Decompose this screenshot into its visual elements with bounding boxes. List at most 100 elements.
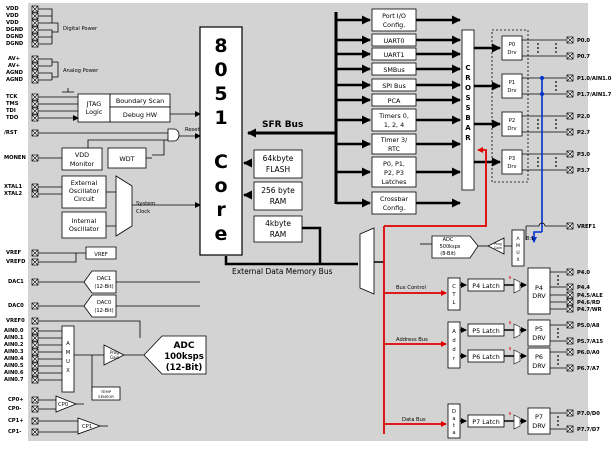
p2-drv-label: P2	[509, 118, 515, 124]
uart1-label: UART1	[384, 51, 405, 59]
debug-hw-block	[109, 106, 171, 123]
pin-p40: P4.0	[577, 270, 590, 276]
p4-mux	[513, 278, 521, 294]
right-pin-square	[566, 348, 574, 356]
pin-rst: /RST	[4, 130, 18, 136]
ext-osc-label-2: Oscillator	[69, 187, 100, 195]
ram4k-label-2: RAM	[270, 230, 287, 239]
crossbar-char-4: S	[465, 94, 470, 102]
left-pin-square	[31, 278, 39, 286]
clock-mux	[115, 175, 133, 237]
vdd-monitor-block	[61, 147, 103, 171]
pin-ain05: AIN0.5	[4, 363, 24, 369]
left-pin-labels: VDD VDD VDD DGND DGND DGND AV+ AV+ AGND …	[4, 6, 26, 435]
p6-drv-label: P6	[535, 353, 543, 361]
ext-osc-block	[61, 175, 107, 209]
dac0-label: DAC0	[97, 300, 111, 306]
ellipsis-dot	[557, 359, 559, 361]
ext-mem-bus-label: External Data Memory Bus	[232, 267, 333, 276]
latches-label-3: Latches	[382, 178, 407, 186]
port-io-config-label: Port I/O	[382, 12, 406, 20]
pin-cp1m: CP1-	[8, 429, 21, 435]
right-pin-square	[566, 90, 574, 98]
pin-p57: P5.7/A15	[577, 339, 604, 345]
right-pin-square	[566, 52, 574, 60]
left-pin-square	[31, 55, 39, 63]
ellipsis-dot	[557, 279, 559, 281]
crossbar-char-2: R	[465, 74, 471, 82]
pin-p45: P4.5/ALE	[577, 293, 603, 299]
ellipsis-dot	[537, 47, 539, 49]
right-pin-square	[566, 298, 574, 306]
left-pin-square	[31, 129, 39, 137]
pin-dgnd-1: DGND	[6, 27, 24, 33]
core-8051-block	[199, 26, 243, 256]
left-pin-square	[31, 154, 39, 162]
right-pin-square	[566, 74, 574, 82]
vref-block-label: VREF	[94, 252, 107, 258]
pin-p70: P7.0/D0	[577, 411, 600, 417]
adc-prog-gain-label-2: Gain	[110, 355, 120, 360]
addr-char-1: A	[452, 329, 456, 335]
ext-bus-mux	[359, 227, 375, 295]
ellipsis-dot	[537, 165, 539, 167]
pin-ain01: AIN0.1	[4, 335, 24, 341]
left-pin-square	[31, 417, 39, 425]
system-clock-label-2: Clock	[136, 209, 150, 215]
left-pin-square	[31, 334, 39, 342]
adc-small-label-2: 500ksps	[440, 244, 461, 250]
left-pin-square	[31, 33, 39, 41]
pin-p30: P3.0	[577, 152, 590, 158]
vdd-monitor-label: VDD	[75, 151, 89, 159]
pin-dac1: DAC1	[8, 279, 24, 285]
ctl-block	[447, 277, 461, 311]
left-pin-square	[31, 327, 39, 335]
adc-small-amux-char-2: M	[516, 243, 520, 249]
crossbar-config-label-2: Config.	[383, 204, 406, 212]
p6-drv-block	[527, 347, 551, 375]
digital-power-label: Digital Power	[63, 26, 98, 32]
p6-drv-label-2: DRV	[532, 362, 546, 370]
left-pin-square	[31, 428, 39, 436]
pin-p27: P2.7	[577, 130, 590, 136]
address-bus-label: Address Bus	[396, 337, 428, 343]
ellipsis-dot	[557, 424, 559, 426]
p6-mux	[513, 349, 521, 365]
crossbar-char-3: O	[465, 84, 471, 92]
pin-vdd-1: VDD	[6, 6, 19, 12]
latches-label: P0, P1,	[383, 160, 405, 168]
pin-ain04: AIN0.4	[4, 356, 24, 362]
latches-label-2: P2, P3	[384, 169, 404, 177]
left-pin-square	[31, 405, 39, 413]
pin-p00: P0.0	[577, 38, 590, 44]
pin-vrefd: VREFD	[6, 259, 26, 265]
ellipsis-dot	[555, 85, 557, 87]
adc-main-label-2: 100ksps	[164, 352, 204, 362]
spi-bus-label: SPI Bus	[382, 82, 406, 90]
ellipsis-dot	[537, 43, 539, 45]
addr-char-3: d	[452, 347, 455, 353]
crossbar-char-1: C	[465, 64, 470, 72]
pin-tck: TCK	[6, 94, 18, 100]
pin-ain03: AIN0.3	[4, 349, 24, 355]
pin-agnd-1: AGND	[6, 70, 24, 76]
p5-mux	[513, 323, 521, 339]
pin-av-2: AV+	[8, 63, 20, 69]
adc-amux-char-1: A	[66, 341, 70, 347]
crossbar-char-5: S	[465, 104, 470, 112]
adc-prog-gain-label: Prog	[110, 350, 119, 355]
uart0-label: UART0	[384, 37, 405, 45]
left-pin-square	[31, 369, 39, 377]
left-pin-square	[31, 100, 39, 108]
bus-ratio-label: 8:1	[526, 236, 534, 242]
pin-p67: P6.7/A7	[577, 366, 600, 372]
pin-dgnd-3: DGND	[6, 41, 24, 47]
core-char-7: r	[216, 199, 226, 221]
ellipsis-dot	[557, 283, 559, 285]
data-bus-label: Data Bus	[402, 417, 426, 423]
bus-control-label: Bus Control	[396, 285, 426, 291]
ellipsis-dot	[557, 336, 559, 338]
debug-hw-label: Debug HW	[123, 111, 158, 119]
die-background	[28, 3, 588, 441]
